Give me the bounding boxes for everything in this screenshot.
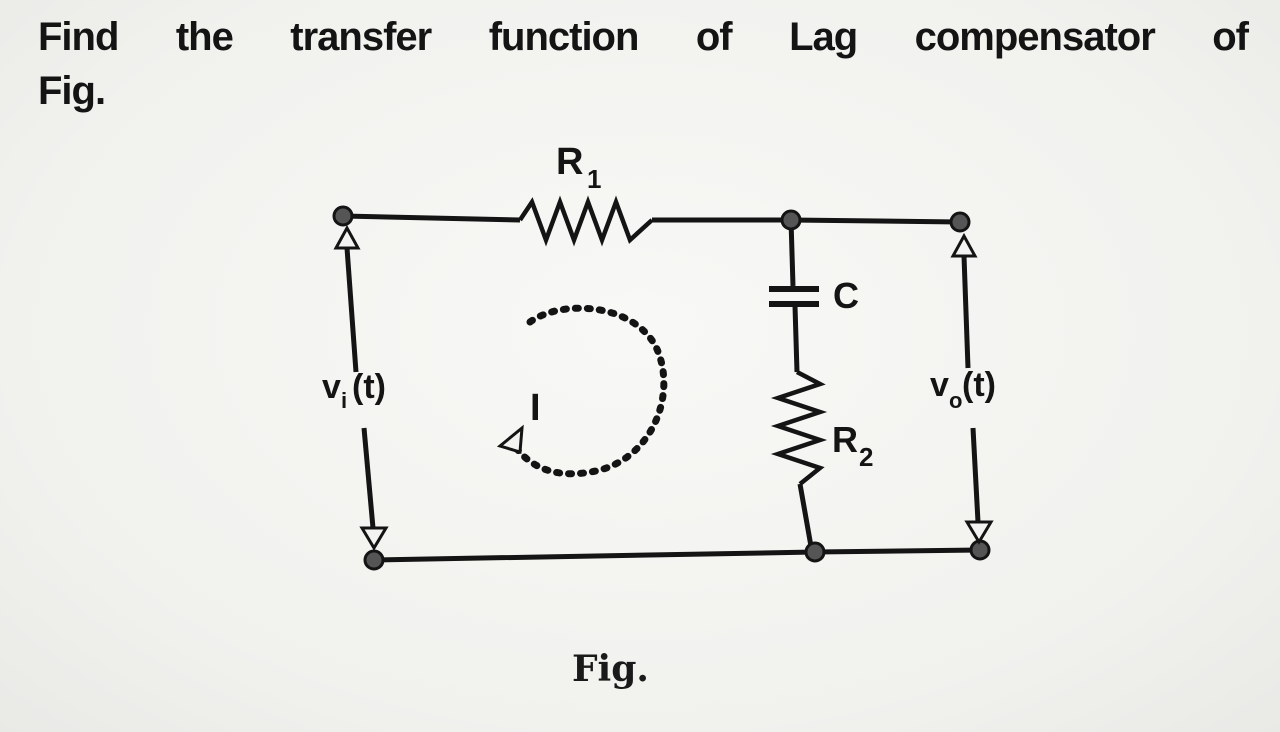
- input-voltage-suffix: (t): [352, 368, 386, 406]
- bottom-wire: [373, 547, 981, 563]
- input-arrowhead-down: [359, 526, 389, 551]
- top-wire-right: [790, 217, 961, 225]
- node-junction-bottom: [804, 541, 826, 563]
- output-arrow-up: [961, 255, 971, 369]
- figure-caption: Fig.: [572, 648, 649, 690]
- loop-current-path: [508, 304, 668, 478]
- input-arrowhead-up: [333, 224, 361, 250]
- question-word: Lag: [789, 15, 858, 59]
- output-voltage-suffix: (t): [962, 366, 996, 404]
- input-voltage-label: v: [322, 368, 341, 406]
- node-output-top: [949, 211, 971, 233]
- node-input-bottom: [363, 549, 385, 571]
- output-voltage-label: v: [930, 366, 949, 404]
- question-text: Find the transfer function of Lag compen…: [38, 10, 1249, 118]
- node-junction-top: [780, 209, 802, 231]
- loop-current-label: I: [530, 387, 541, 429]
- capacitor-label: C: [833, 275, 859, 316]
- output-arrowhead-up: [950, 232, 978, 258]
- question-word: of: [1212, 15, 1249, 59]
- r1-label: R: [556, 141, 583, 183]
- resistor-r2: [770, 370, 828, 486]
- top-wire-left: [342, 213, 521, 223]
- question-line-2: Fig.: [38, 69, 106, 113]
- r2-label: R: [832, 419, 858, 460]
- question-word: compensator: [914, 15, 1156, 59]
- input-arrow-up: [344, 247, 359, 373]
- r1-subscript: 1: [587, 164, 601, 194]
- input-arrow-down: [361, 427, 376, 529]
- question-word: Find: [38, 15, 119, 59]
- output-arrowhead-down: [964, 520, 994, 545]
- question-word: of: [695, 15, 733, 59]
- branch-wire-mid: [792, 305, 800, 373]
- node-input-top: [332, 205, 354, 227]
- question-line-1: Find the transfer function of Lag compen…: [38, 10, 1249, 64]
- branch-wire-bottom: [797, 483, 815, 553]
- r2-subscript: 2: [859, 442, 873, 472]
- output-arrow-down: [970, 427, 981, 523]
- node-output-bottom: [969, 539, 991, 561]
- resistor-r1: [518, 195, 654, 247]
- branch-wire-top: [788, 219, 796, 287]
- output-voltage-subscript: o: [949, 388, 962, 413]
- question-word: function: [488, 15, 640, 59]
- question-word: the: [175, 15, 234, 59]
- question-word: transfer: [290, 15, 432, 59]
- loop-current-arrowhead: [496, 424, 524, 454]
- input-voltage-subscript: i: [341, 388, 347, 413]
